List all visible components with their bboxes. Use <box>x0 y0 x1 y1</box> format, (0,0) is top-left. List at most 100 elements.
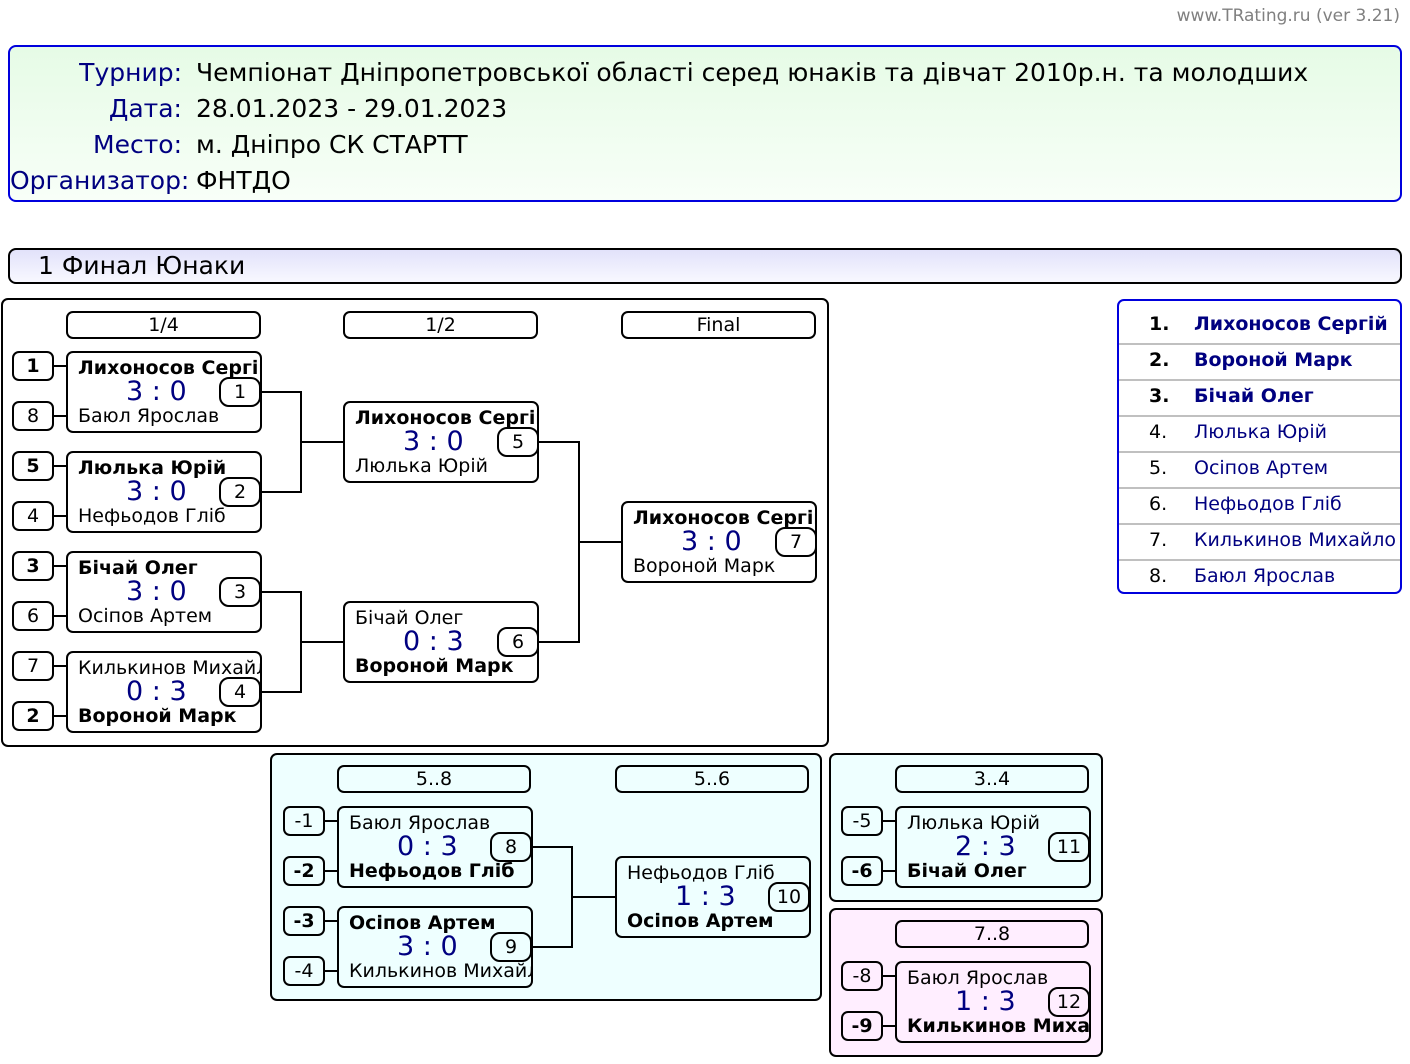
match-number-badge[interactable]: 5 <box>497 427 539 457</box>
stage-label-3-4: 3..4 <box>895 765 1089 793</box>
seed-badge: -2 <box>283 856 325 886</box>
stage-label-7-8: 7..8 <box>895 920 1089 948</box>
standings-player-name[interactable]: Люлька Юрій <box>1194 421 1327 443</box>
info-row-date: Дата: 28.01.2023 - 29.01.2023 <box>10 91 1400 127</box>
match-card-2[interactable]: Люлька Юрій 3 : 0 Нефьодов Гліб <box>66 451 262 533</box>
match-score: 1 : 3 <box>955 986 1016 1017</box>
player-2-name: Килькинов Михайло <box>907 1015 1091 1037</box>
player-2-name: Осіпов Артем <box>627 910 774 932</box>
seed-connector <box>53 565 67 567</box>
seed-badge: 4 <box>12 501 54 531</box>
stage-label-5-6: 5..6 <box>615 765 809 793</box>
standings-player-name[interactable]: Лихоносов Сергій <box>1194 313 1388 335</box>
seed-connector <box>53 365 67 367</box>
seed-connector <box>53 515 67 517</box>
match-card-11[interactable]: Люлька Юрій 2 : 3 Бічай Олег <box>895 806 1091 888</box>
match-number-badge[interactable]: 4 <box>219 677 261 707</box>
seed-badge: 6 <box>12 601 54 631</box>
standings-player-name[interactable]: Нефьодов Гліб <box>1194 493 1342 515</box>
standings-row: 7. Килькинов Михайло <box>1119 523 1400 561</box>
player-1-name: Бічай Олег <box>78 557 198 579</box>
player-1-name: Килькинов Михайло <box>78 657 262 679</box>
match-number-badge[interactable]: 7 <box>775 527 817 557</box>
match-card-3[interactable]: Бічай Олег 3 : 0 Осіпов Артем <box>66 551 262 633</box>
bracket-connector <box>260 591 302 593</box>
info-label: Место: <box>93 130 182 159</box>
match-card-12[interactable]: Баюл Ярослав 1 : 3 Килькинов Михайло <box>895 961 1091 1043</box>
standings-player-name[interactable]: Бічай Олег <box>1194 385 1314 407</box>
bracket-connector <box>260 691 302 693</box>
standings-rank: 4. <box>1149 421 1168 443</box>
player-1-name: Нефьодов Гліб <box>627 862 775 884</box>
standings-player-name[interactable]: Килькинов Михайло <box>1194 529 1397 551</box>
standings-row: 2. Вороной Марк <box>1119 343 1400 381</box>
seed-connector <box>882 1025 896 1027</box>
match-card-5[interactable]: Лихоносов Сергій 3 : 0 Люлька Юрій <box>343 401 539 483</box>
placement-3-4-panel <box>829 753 1103 902</box>
standings-rank: 5. <box>1149 457 1168 479</box>
seed-badge: 3 <box>12 551 54 581</box>
stage-label-final: Final <box>621 311 816 339</box>
bracket-connector <box>260 391 302 393</box>
seed-badge: -3 <box>283 906 325 936</box>
bracket-connector <box>260 491 302 493</box>
player-2-name: Вороной Марк <box>633 555 776 577</box>
standings-player-name[interactable]: Вороной Марк <box>1194 349 1353 371</box>
seed-connector <box>53 415 67 417</box>
standings-rank: 3. <box>1149 385 1170 407</box>
site-credit-link[interactable]: www.TRating.ru (ver 3.21) <box>1176 6 1400 26</box>
main-bracket-panel <box>1 298 829 747</box>
match-card-7[interactable]: Лихоносов Сергій 3 : 0 Вороной Марк <box>621 501 817 583</box>
seed-badge: -8 <box>841 961 883 991</box>
seed-connector <box>324 970 338 972</box>
match-score: 3 : 0 <box>126 476 187 507</box>
match-card-6[interactable]: Бічай Олег 0 : 3 Вороной Марк <box>343 601 539 683</box>
info-value: 28.01.2023 - 29.01.2023 <box>196 94 508 123</box>
player-2-name: Бічай Олег <box>907 860 1027 882</box>
info-value: ФНТДО <box>196 166 291 195</box>
match-card-9[interactable]: Осіпов Артем 3 : 0 Килькинов Михайло <box>337 906 533 988</box>
match-score: 3 : 0 <box>126 376 187 407</box>
match-number-badge[interactable]: 3 <box>219 577 261 607</box>
player-2-name: Нефьодов Гліб <box>349 860 515 882</box>
info-row-place: Место: м. Дніпро СК СТАРТТ <box>10 127 1400 163</box>
standings-player-name[interactable]: Осіпов Артем <box>1194 457 1329 479</box>
placement-5-8-panel <box>270 753 822 1001</box>
match-number-badge[interactable]: 2 <box>219 477 261 507</box>
info-label: Дата: <box>108 94 182 123</box>
match-number-badge[interactable]: 11 <box>1048 832 1090 862</box>
match-card-8[interactable]: Баюл Ярослав 0 : 3 Нефьодов Гліб <box>337 806 533 888</box>
tournament-info-panel: Турнир: Чемпіонат Дніпропетровської обла… <box>8 45 1402 202</box>
seed-badge: 1 <box>12 351 54 381</box>
seed-connector <box>53 665 67 667</box>
match-number-badge[interactable]: 9 <box>490 932 532 962</box>
seed-badge: 8 <box>12 401 54 431</box>
match-number-badge[interactable]: 6 <box>497 627 539 657</box>
player-1-name: Лихоносов Сергій <box>633 507 817 529</box>
player-1-name: Бічай Олег <box>355 607 464 629</box>
seed-connector <box>53 465 67 467</box>
seed-badge: -1 <box>283 806 325 836</box>
info-value: м. Дніпро СК СТАРТТ <box>196 130 468 159</box>
match-card-4[interactable]: Килькинов Михайло 0 : 3 Вороной Марк <box>66 651 262 733</box>
standings-row: 4. Люлька Юрій <box>1119 415 1400 453</box>
player-1-name: Люлька Юрій <box>907 812 1040 834</box>
standings-player-name[interactable]: Баюл Ярослав <box>1194 565 1336 587</box>
bracket-connector <box>578 541 622 543</box>
match-score: 0 : 3 <box>397 831 458 862</box>
seed-connector <box>882 820 896 822</box>
match-card-10[interactable]: Нефьодов Гліб 1 : 3 Осіпов Артем <box>615 856 811 938</box>
seed-badge: 5 <box>12 451 54 481</box>
standings-rank: 6. <box>1149 493 1168 515</box>
standings-rank: 2. <box>1149 349 1170 371</box>
match-number-badge[interactable]: 1 <box>219 377 261 407</box>
match-number-badge[interactable]: 8 <box>490 832 532 862</box>
match-number-badge[interactable]: 12 <box>1048 987 1090 1017</box>
seed-badge: -9 <box>841 1011 883 1041</box>
seed-badge: 2 <box>12 701 54 731</box>
bracket-connector <box>571 896 615 898</box>
match-score: 3 : 0 <box>681 526 742 557</box>
match-card-1[interactable]: Лихоносов Сергій 3 : 0 Баюл Ярослав <box>66 351 262 433</box>
match-number-badge[interactable]: 10 <box>768 882 810 912</box>
seed-connector <box>882 975 896 977</box>
